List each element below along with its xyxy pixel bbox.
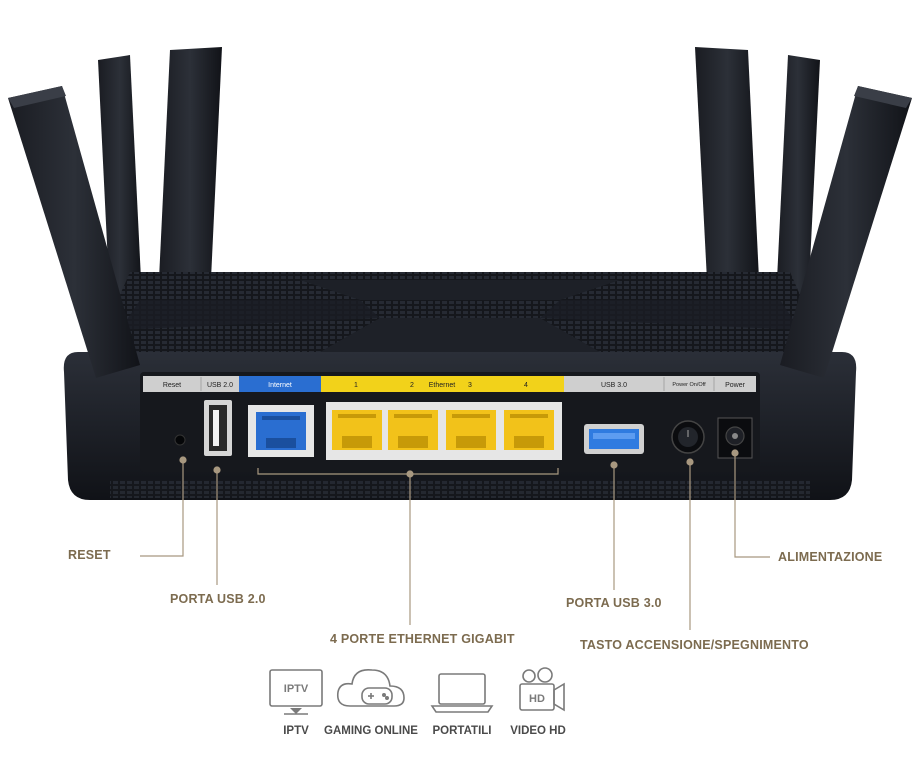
power-button[interactable] xyxy=(671,420,705,454)
callout-power-input: ALIMENTAZIONE xyxy=(778,550,883,564)
antenna-right-inner xyxy=(776,55,820,305)
callout-usb2: PORTA USB 2.0 xyxy=(170,592,266,606)
tv-icon-text: IPTV xyxy=(284,683,309,695)
reset-port-label: Reset xyxy=(163,382,181,389)
power-label: Power xyxy=(725,382,746,389)
use-label-gaming: GAMING ONLINE xyxy=(324,725,418,737)
ethernet-port-4[interactable] xyxy=(504,410,554,450)
ethernet-port-number: 4 xyxy=(524,382,528,389)
usb2-port-label: USB 2.0 xyxy=(207,382,233,389)
power-onoff-label: Power On/Off xyxy=(672,382,706,388)
ethernet-port-2[interactable] xyxy=(388,410,438,450)
callout-usb3: PORTA USB 3.0 xyxy=(566,596,662,610)
cloud-gamepad-icon xyxy=(336,668,405,707)
video-camera-icon xyxy=(519,667,565,712)
ethernet-port-label: Ethernet xyxy=(429,382,456,389)
tv-icon xyxy=(269,669,323,715)
antenna-right-middle xyxy=(695,47,760,300)
ethernet-label-bar xyxy=(321,376,564,392)
callout-ethernet: 4 PORTE ETHERNET GIGABIT xyxy=(330,632,515,646)
use-label-iptv: IPTV xyxy=(283,725,309,737)
antenna-left-outer xyxy=(8,86,140,378)
usb2-port[interactable] xyxy=(204,400,232,456)
ethernet-port-number: 1 xyxy=(354,382,358,389)
laptop-icon xyxy=(430,673,494,713)
internet-label-bar xyxy=(239,376,321,392)
video-camera-icon-text: HD xyxy=(529,693,545,705)
antenna-left-middle xyxy=(158,47,222,300)
callout-lines xyxy=(140,449,770,630)
ethernet-port-number: 2 xyxy=(410,382,414,389)
ethernet-port-3[interactable] xyxy=(446,410,496,450)
use-label-video: VIDEO HD xyxy=(510,725,566,737)
callout-power-button: TASTO ACCENSIONE/SPEGNIMENTO xyxy=(580,638,809,652)
ethernet-port-number: 3 xyxy=(468,382,472,389)
ethernet-port-1[interactable] xyxy=(332,410,382,450)
reset-button[interactable] xyxy=(174,434,186,446)
router-top-vents xyxy=(95,272,825,352)
internet-port[interactable] xyxy=(248,405,314,457)
callout-reset: RESET xyxy=(68,548,111,562)
usb3-port-label: USB 3.0 xyxy=(601,382,627,389)
internet-port-label: Internet xyxy=(268,382,292,389)
use-label-laptops: PORTATILI xyxy=(432,725,492,737)
antenna-left-inner xyxy=(98,55,142,305)
usb3-port[interactable] xyxy=(584,424,644,454)
antenna-right-outer xyxy=(780,86,912,378)
